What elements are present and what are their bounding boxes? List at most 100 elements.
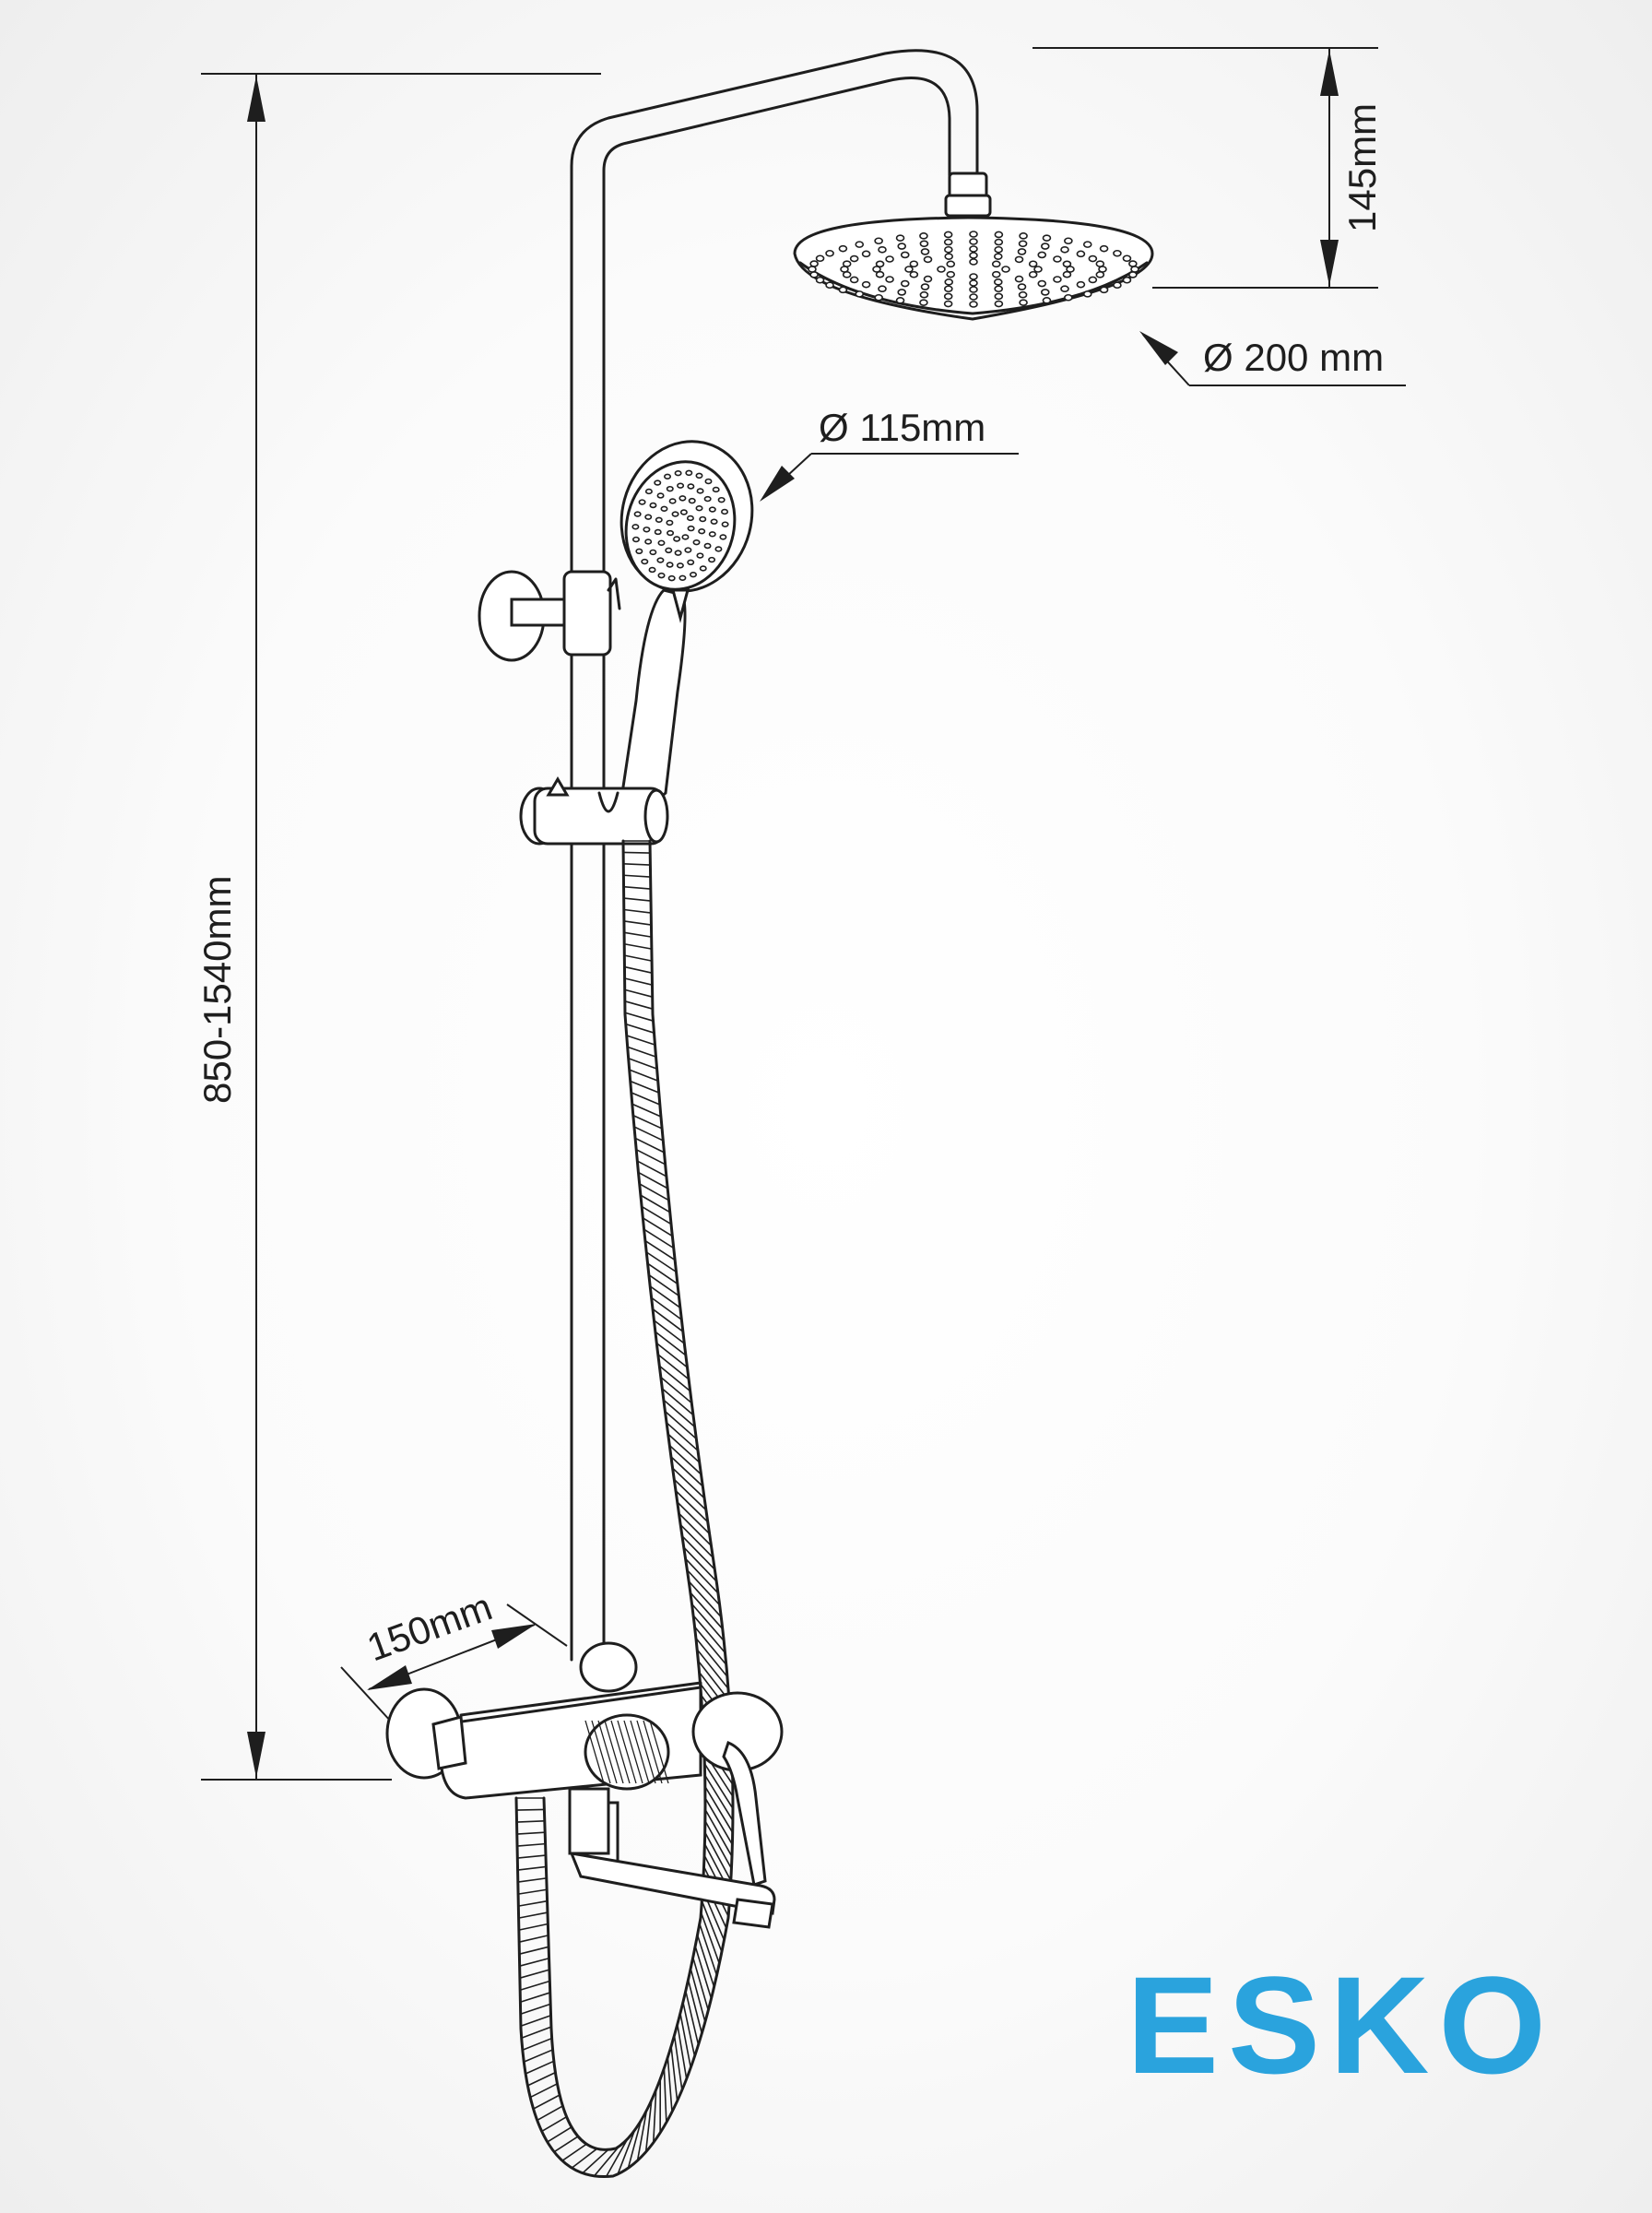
rain-nozzle	[1018, 240, 1028, 248]
hose-rib	[688, 1580, 722, 1618]
rain-nozzle	[944, 285, 953, 293]
rain-nozzle	[895, 297, 905, 304]
hose-rib	[663, 1399, 696, 1427]
offset-ext-left	[340, 1666, 393, 1723]
hose-rib	[640, 1194, 671, 1213]
rain-nozzle	[1066, 266, 1075, 273]
hose-rib	[704, 1831, 732, 1881]
rain-nozzle	[923, 275, 933, 283]
hose-rib	[653, 1320, 685, 1344]
rain-nozzle	[825, 249, 834, 257]
hose-rib	[632, 1114, 663, 1130]
hose-rib	[633, 1126, 664, 1142]
rain-nozzle	[909, 270, 919, 278]
hose-rib	[516, 1820, 545, 1823]
hand-nozzle	[708, 556, 716, 563]
hand-nozzle	[695, 472, 703, 479]
hose-rib	[519, 1946, 549, 1955]
hose-rib	[666, 1422, 699, 1451]
hose-rib	[663, 2067, 667, 2123]
rain-nozzle	[1095, 271, 1105, 278]
knurl-line	[597, 1720, 618, 1784]
height-dim-arrow-bottom	[247, 1732, 266, 1778]
mixer-lever-handle	[722, 1741, 767, 1887]
head-dim-arrow-top	[1320, 50, 1339, 96]
hose-rib	[631, 1092, 661, 1106]
hose-rib	[695, 1638, 728, 1677]
hand-nozzle	[710, 518, 718, 525]
hose-rib	[696, 1649, 729, 1689]
hose-rib	[517, 1865, 547, 1871]
hand-nozzle	[687, 559, 695, 566]
hose-rib	[623, 931, 652, 938]
spout-outlet	[732, 1898, 774, 1929]
hose-rib	[657, 1354, 690, 1380]
hose-rib	[521, 2026, 552, 2039]
spout-swivel	[568, 1787, 610, 1855]
hand-nozzle	[696, 488, 704, 494]
rain-nozzle	[944, 245, 953, 254]
hand-nozzle	[656, 492, 665, 499]
rain-nozzle	[897, 289, 907, 296]
height-dimension: 850-1540mm	[195, 73, 601, 1781]
hand-shower	[620, 440, 754, 804]
rain-nozzle	[815, 254, 825, 263]
rain-nozzle	[1042, 234, 1052, 242]
hand-nozzle	[644, 514, 653, 520]
rain-nozzle	[944, 278, 954, 286]
hose-rib	[623, 908, 652, 914]
hose-rib	[691, 1957, 710, 2011]
height-range-label: 850-1540mm	[195, 876, 239, 1104]
hose-inner	[514, 839, 735, 2179]
slide-holder	[519, 776, 669, 846]
hand-nozzle	[660, 505, 668, 513]
hose-rib	[670, 2046, 678, 2101]
hose-rib	[516, 1842, 546, 1847]
hand-nozzle	[657, 539, 666, 546]
rain-nozzle	[895, 234, 905, 242]
rain-nozzle	[994, 300, 1004, 308]
hose-rib	[704, 1820, 733, 1869]
rain-nozzle	[920, 248, 930, 255]
hose-rib	[623, 885, 651, 890]
rain-nozzle	[1037, 251, 1047, 259]
hand-nozzle	[667, 574, 676, 582]
hose-rib	[638, 1171, 668, 1189]
rain-nozzle	[1062, 260, 1072, 268]
hose-rib	[520, 1992, 550, 2003]
rain-nozzle	[900, 251, 910, 259]
rain-nozzle	[838, 286, 848, 294]
rain-nozzle	[919, 240, 929, 248]
hose-rib	[696, 1935, 715, 1988]
hose-rib	[617, 2129, 636, 2175]
rain-nozzle	[1128, 260, 1138, 267]
rain-nozzle	[1017, 283, 1027, 290]
rain-nozzle	[994, 292, 1004, 301]
rain-shower-head	[793, 216, 1154, 321]
hose-rib	[518, 1899, 548, 1907]
hose-rib	[520, 2003, 551, 2016]
rain-nozzle	[872, 266, 881, 273]
hose-rib	[624, 977, 653, 986]
hose-rib	[661, 1388, 694, 1416]
rain-nozzle	[849, 276, 859, 284]
hose-rib	[518, 1935, 549, 1943]
hose-rib	[519, 1980, 550, 1991]
hose-rib	[623, 851, 651, 854]
rain-nozzle	[1122, 276, 1132, 284]
hose-rib	[626, 1035, 655, 1046]
rain-nozzle	[1088, 276, 1098, 284]
rain-nozzle	[946, 260, 956, 268]
rain-nozzle	[842, 260, 852, 267]
hose-rib	[642, 1217, 673, 1237]
hose-rib	[519, 1969, 550, 1979]
slide-holder-knob-right	[643, 788, 669, 844]
hose-rib	[624, 954, 653, 962]
hose-rib	[517, 1854, 547, 1859]
rain-nozzle	[943, 238, 953, 246]
rain-leader-arrow	[1139, 331, 1178, 365]
rain-nozzle	[849, 254, 859, 263]
hand-nozzle	[721, 521, 729, 527]
hose-rib	[624, 965, 653, 974]
